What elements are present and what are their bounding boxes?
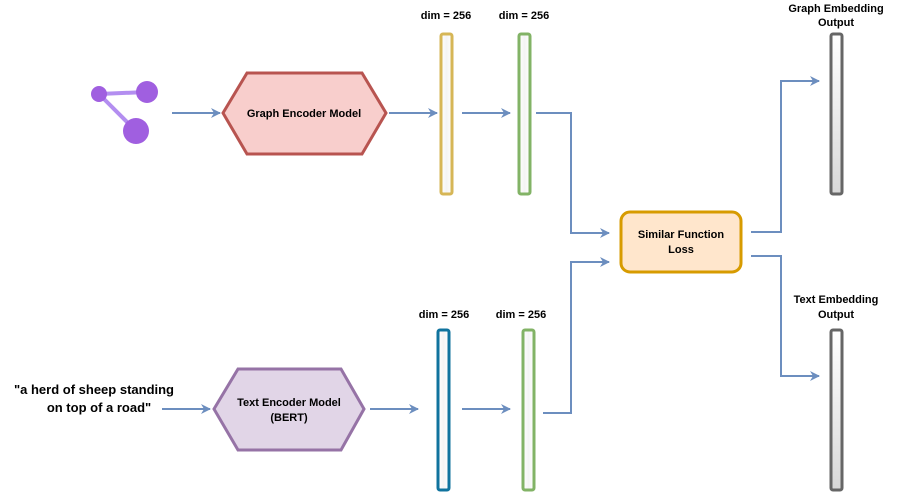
- loss-label-line2: Loss: [668, 244, 694, 256]
- edge-text-bar2-to-loss: [543, 257, 610, 414]
- graph-encoder-label: Graph Encoder Model: [247, 108, 361, 120]
- graph-encoder-node[interactable]: Graph Encoder Model: [221, 71, 388, 156]
- text-dim-label-1: dim = 256: [419, 309, 469, 321]
- graph-embedding-bar-1: [439, 32, 454, 196]
- loss-label-line1: Similar Function: [638, 229, 724, 241]
- text-output-label-line2: Output: [818, 309, 854, 321]
- text-encoder-label-line1: Text Encoder Model: [237, 397, 341, 409]
- graph-output-label-line1: Graph Embedding: [788, 3, 883, 15]
- graph-dim-label-1: dim = 256: [421, 10, 471, 22]
- graph-icon: [91, 81, 158, 144]
- graph-embedding-output-bar: [829, 32, 844, 196]
- text-input-line2: on top of a road": [47, 400, 151, 415]
- text-input-line1: "a herd of sheep standing: [14, 382, 174, 397]
- text-embedding-output-bar: [829, 328, 844, 492]
- edge-loss-to-graph-output: [751, 76, 820, 233]
- graph-output-label-line2: Output: [818, 17, 854, 29]
- edge-graph-bar2-to-loss: [536, 112, 610, 238]
- text-output-label-line1: Text Embedding: [794, 294, 879, 306]
- loss-node[interactable]: Similar Function Loss: [619, 210, 743, 274]
- text-embedding-bar-1: [436, 328, 451, 492]
- text-encoder-node[interactable]: Text Encoder Model (BERT): [212, 367, 366, 452]
- text-dim-label-2: dim = 256: [496, 309, 546, 321]
- text-encoder-label-line2: (BERT): [270, 412, 308, 424]
- graph-embedding-bar-2: [517, 32, 532, 196]
- text-embedding-bar-2: [521, 328, 536, 492]
- graph-dim-label-2: dim = 256: [499, 10, 549, 22]
- edge-loss-to-text-output: [751, 255, 820, 381]
